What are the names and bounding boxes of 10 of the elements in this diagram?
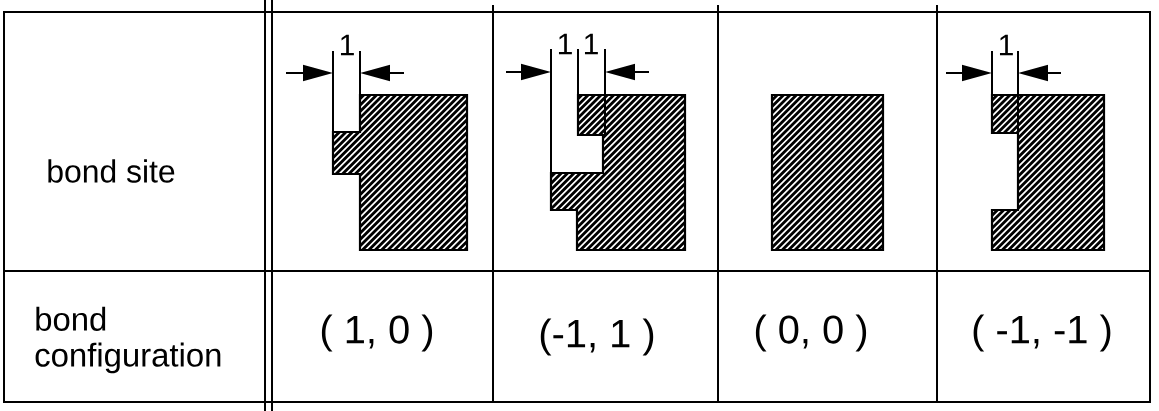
- row-header: bond configuration: [35, 306, 221, 374]
- coordinate-pair: ( 0, 0 ): [755, 314, 867, 352]
- dimension-value: 1: [341, 34, 354, 56]
- dimension-value: 1: [559, 33, 572, 55]
- coordinate-pair: ( 1, 0 ): [321, 314, 433, 352]
- row-header: bond site: [48, 159, 175, 183]
- coordinate-pair: ( -1, -1 ): [973, 314, 1111, 352]
- dimension-value: 1: [1000, 34, 1013, 56]
- coordinate-pair: (-1, 1 ): [540, 318, 654, 356]
- dimension-value: 1: [585, 33, 598, 55]
